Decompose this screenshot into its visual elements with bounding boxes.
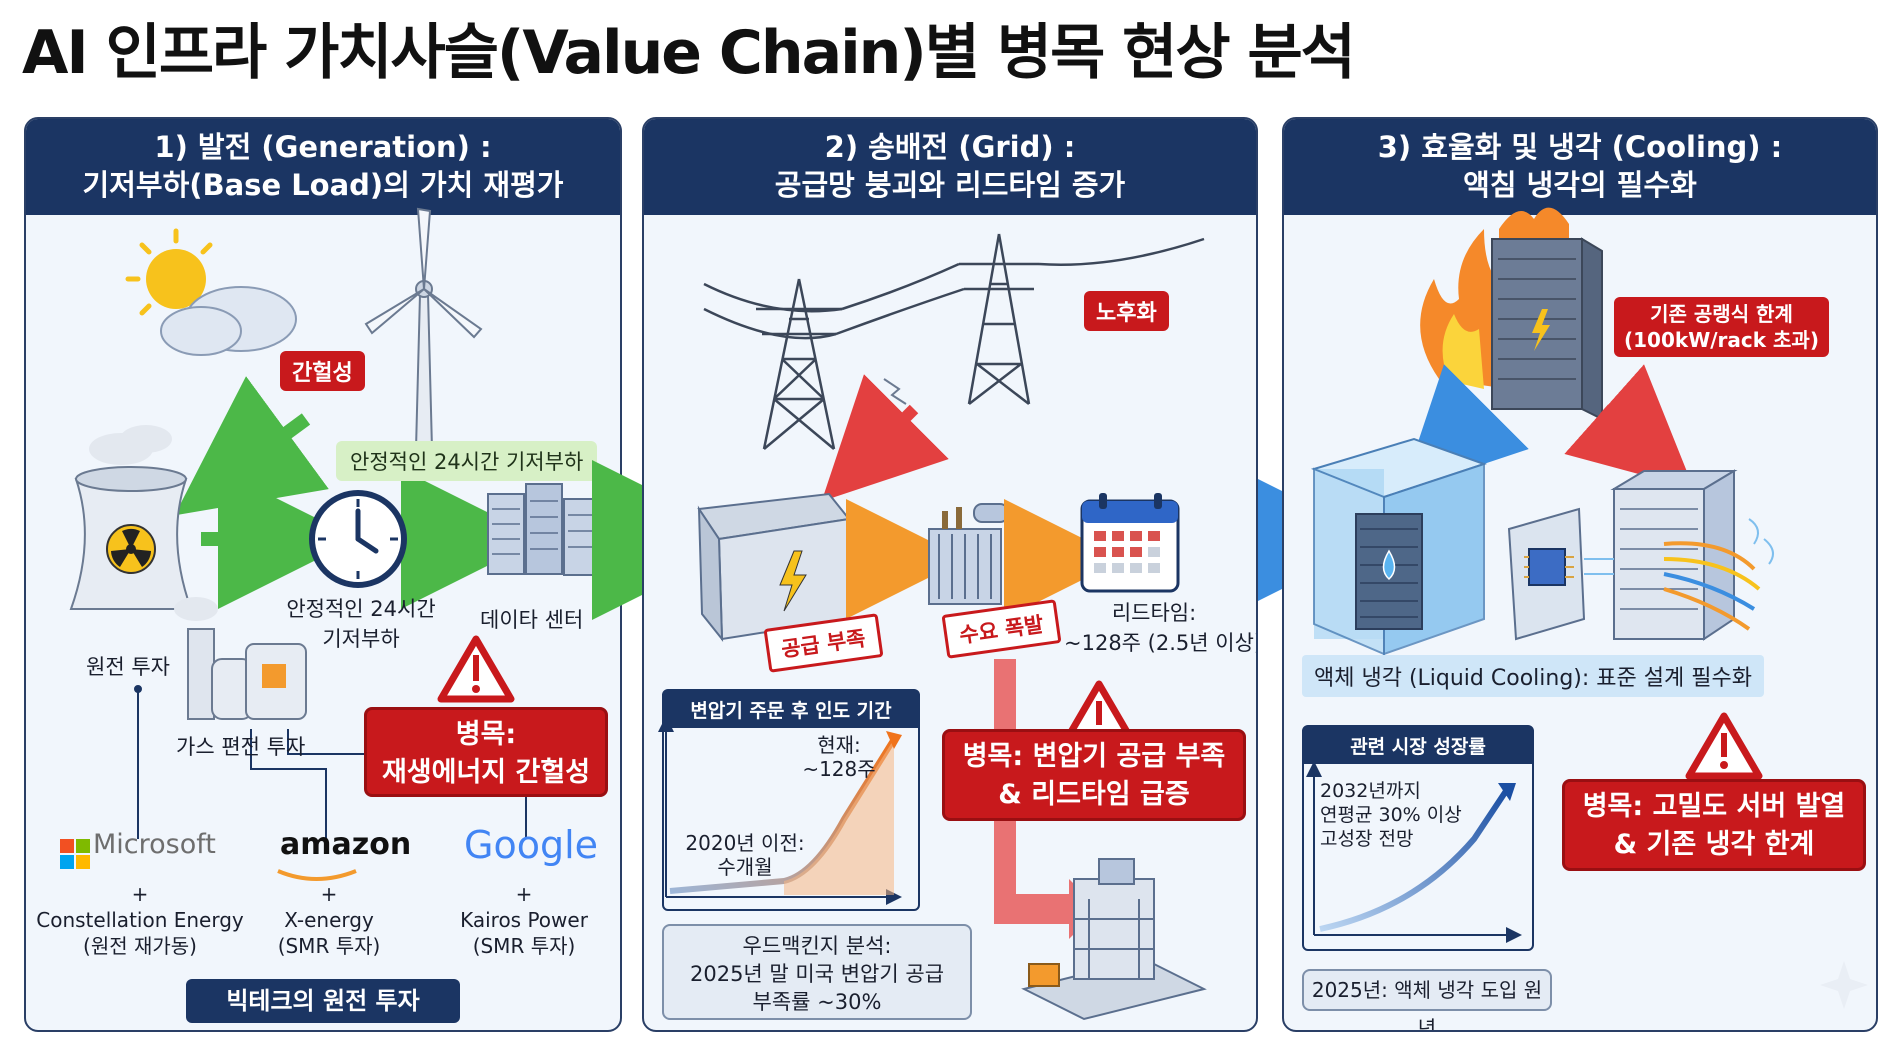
wind-turbine-icon (364, 207, 483, 452)
air-cooled-server-icon (1584, 469, 1774, 641)
growth-chart-text: 2032년까지 연평균 30% 이상 고성장 전망 (1320, 779, 1462, 851)
leadtime-label-line2: ~128주 (2.5년 이상) (1064, 631, 1258, 655)
bottleneck-generation: 병목: 재생에너지 간헐성 (364, 707, 608, 797)
limit-tag-line1: 기존 공랭식 한계 (1650, 302, 1793, 326)
chart-before-line1: 2020년 이전: (685, 831, 805, 855)
nuclear-plant-icon (69, 425, 193, 610)
lead-time-chart-plot (658, 716, 902, 905)
growth-text-line3: 고성장 전망 (1320, 828, 1414, 850)
leadtime-label-line1: 리드타임: (1111, 601, 1197, 625)
page-title: AI 인프라 가치사슬(Value Chain)별 병목 현상 분석 (22, 18, 1356, 88)
warning-icon (437, 635, 515, 703)
note-line2: 2025년 말 미국 변압기 공급 (689, 962, 945, 986)
lead-time-chart-title: 변압기 주문 후 인도 기간 (664, 691, 918, 728)
partner-sub: (SMR 투자) (472, 934, 576, 958)
limit-tag-line2: (100kW/rack 초과) (1624, 328, 1819, 352)
calendar-icon (1080, 493, 1180, 593)
bottleneck-grid-line2: & 리드타임 급증 (998, 779, 1190, 810)
bottleneck-grid-line1: 병목: 변압기 공급 부족 (962, 741, 1226, 772)
liquid-cooling-year-note: 2025년: 액체 냉각 도입 원년 (1302, 969, 1552, 1030)
transmission-tower-icon (703, 233, 1205, 450)
chart-before-line2: 수개월 (717, 855, 773, 879)
panel-title-line1: 3) 효율화 및 냉각 (Cooling) : (1377, 130, 1783, 164)
panel-cooling: 3) 효율화 및 냉각 (Cooling) : 액침 냉각의 필수화 (1282, 117, 1878, 1032)
panel-generation: 1) 발전 (Generation) : 기저부하(Base Load)의 가치… (24, 117, 622, 1032)
datacenter-label: 데이타 센터 (480, 608, 584, 632)
panel-title-line1: 1) 발전 (Generation) : (154, 130, 492, 164)
aging-tag: 노후화 (1084, 291, 1169, 331)
market-growth-chart-title: 관련 시장 성장률 (1304, 727, 1532, 764)
chip-icon (1507, 507, 1586, 641)
partner-name: Kairos Power (460, 908, 588, 932)
panel-title-line2: 공급망 붕괴와 리드타임 증가 (774, 168, 1126, 202)
air-cooling-limit-tag: 기존 공랭식 한계 (100kW/rack 초과) (1614, 297, 1829, 357)
partner-sub: (원전 재가동) (83, 934, 197, 958)
stable-baseload-tag: 안정적인 24시간 기저부하 (336, 441, 598, 481)
market-growth-chart-plot (1306, 761, 1522, 943)
gas-plant-label: 가스 편전 투자 (176, 735, 306, 759)
note-line1: 우드맥킨지 분석: (742, 934, 892, 958)
partner-google: + Kairos Power (SMR 투자) (442, 881, 606, 959)
gas-plant-icon (174, 597, 307, 720)
panel-title-line2: 액침 냉각의 필수화 (1463, 168, 1697, 202)
substation-icon (1021, 858, 1207, 1021)
note-line3: 부족률 ~30% (752, 990, 882, 1014)
growth-text-line1: 2032년까지 (1320, 780, 1421, 802)
warning-icon (1685, 712, 1763, 780)
amazon-smile-icon (277, 869, 357, 881)
clock-label-line2: 기저부하 (322, 627, 400, 651)
panel-grid: 2) 송배전 (Grid) : 공급망 붕괴와 리드타임 증가 (642, 117, 1258, 1032)
partner-name: X-energy (284, 908, 374, 932)
bottleneck-cooling-line1: 병목: 고밀도 서버 발열 (1582, 791, 1846, 822)
bottleneck-generation-line1: 병목: (455, 719, 517, 750)
transformer-box-icon (697, 492, 851, 642)
market-growth-chart: 관련 시장 성장률 (1302, 725, 1534, 951)
partner-plus: + (515, 882, 533, 906)
bottleneck-cooling-line2: & 기존 냉각 한계 (1613, 829, 1815, 860)
clock-label: 안정적인 24시간 기저부하 (286, 593, 436, 653)
liquid-cooling-icon (1310, 437, 1488, 656)
server-rack-icon (487, 483, 599, 576)
chart-current-line2: ~128주 (802, 757, 876, 781)
bigtech-nuclear-footer: 빅테크의 원전 투자 (186, 979, 460, 1023)
bottleneck-cooling: 병목: 고밀도 서버 발열 & 기존 냉각 한계 (1562, 779, 1866, 871)
microsoft-logo: Microsoft (93, 829, 216, 860)
chart-before-label: 2020년 이전: 수개월 (680, 831, 810, 879)
clock-label-line1: 안정적인 24시간 (286, 597, 436, 621)
partner-microsoft: + Constellation Energy (원전 재가동) (26, 881, 254, 959)
chart-current-line1: 현재: (817, 733, 861, 757)
clock-icon (309, 490, 407, 588)
chart-current-label: 현재: ~128주 (784, 733, 894, 781)
partner-plus: + (131, 882, 149, 906)
lead-time-chart: 변압기 주문 후 인도 기간 (662, 689, 920, 911)
panel-header-generation: 1) 발전 (Generation) : 기저부하(Base Load)의 가치… (26, 119, 620, 215)
woodmackenzie-note: 우드맥킨지 분석: 2025년 말 미국 변압기 공급 부족률 ~30% (662, 924, 972, 1020)
liquid-cooling-label: 액체 냉각 (Liquid Cooling): 표준 설계 필수화 (1302, 655, 1764, 697)
partner-name: Constellation Energy (36, 908, 244, 932)
leadtime-label: 리드타임: ~128주 (2.5년 이상) (1064, 597, 1258, 657)
growth-text-line2: 연평균 30% 이상 (1320, 804, 1462, 826)
generation-illustration (60, 207, 599, 881)
google-logo: Google (464, 823, 599, 867)
panel-header-cooling: 3) 효율화 및 냉각 (Cooling) : 액침 냉각의 필수화 (1284, 119, 1876, 215)
partner-sub: (SMR 투자) (277, 934, 381, 958)
partner-amazon: + X-energy (SMR 투자) (254, 881, 404, 959)
panel-title-line2: 기저부하(Base Load)의 가치 재평가 (82, 168, 564, 202)
sparkle-icon (1820, 961, 1868, 1009)
bottleneck-generation-line2: 재생에너지 간헐성 (381, 757, 591, 788)
panel-title-line1: 2) 송배전 (Grid) : (824, 130, 1076, 164)
bottleneck-grid: 병목: 변압기 공급 부족 & 리드타임 급증 (942, 729, 1246, 821)
nuclear-label: 원전 투자 (86, 655, 170, 679)
transformer-icon (928, 503, 1009, 605)
cooling-illustration (1306, 207, 1868, 1009)
partner-plus: + (320, 882, 338, 906)
burning-server-icon (1420, 207, 1603, 421)
amazon-logo: amazon (280, 827, 412, 862)
microsoft-logo-icon (60, 839, 90, 869)
panel-header-grid: 2) 송배전 (Grid) : 공급망 붕괴와 리드타임 증가 (644, 119, 1256, 215)
sun-cloud-icon (125, 228, 297, 356)
intermittency-tag: 간헐성 (280, 351, 365, 391)
